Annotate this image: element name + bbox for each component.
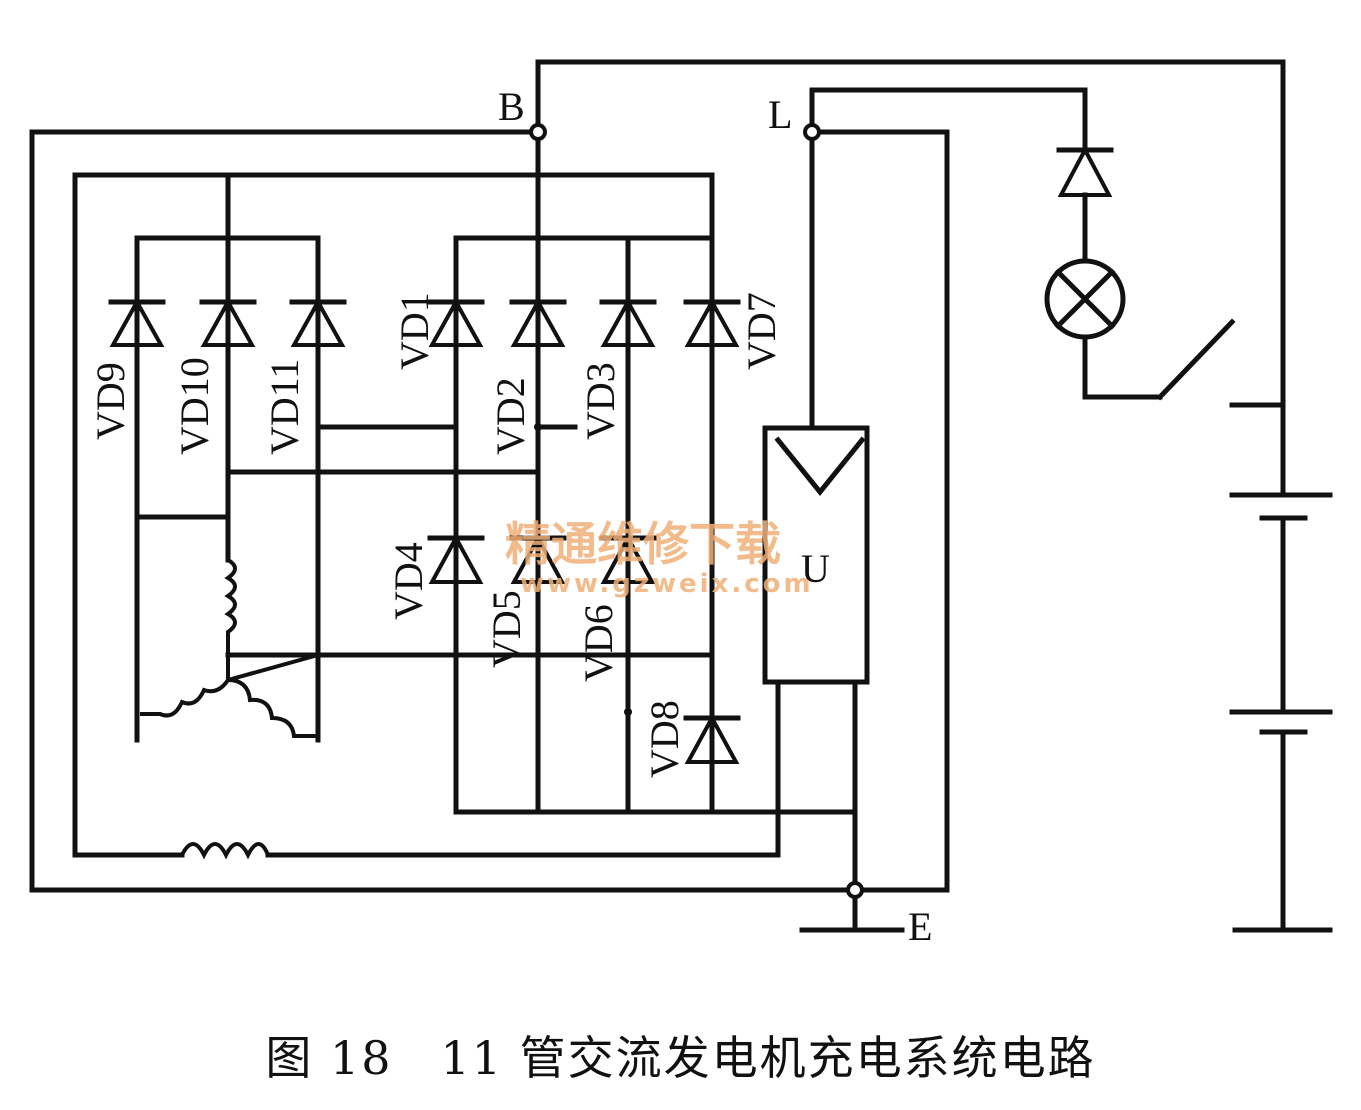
terminal-l-node <box>803 123 821 141</box>
watermark-cn: 精通维修下载 <box>505 517 781 571</box>
stator-winding-icon <box>140 558 319 738</box>
vd1-label: VD1 <box>392 292 437 370</box>
vd10-label: VD10 <box>172 357 217 455</box>
diode-vd7-icon <box>683 297 741 347</box>
battery-icon <box>1229 402 1333 933</box>
vd3-label: VD3 <box>578 362 623 440</box>
rectifier-rails <box>134 129 858 893</box>
vd6-label: VD6 <box>576 604 621 682</box>
diode-vd11-icon <box>289 297 347 347</box>
charging-circuit-diagram: U B L E VD9 VD10 VD11 VD1 VD2 VD3 VD7 VD… <box>29 59 1333 949</box>
terminal-nodes <box>529 123 864 899</box>
vd11-label: VD11 <box>262 359 307 455</box>
junction-dots <box>534 423 632 716</box>
vd8-label: VD8 <box>642 700 687 778</box>
vd5-label: VD5 <box>484 590 529 668</box>
diode-vd6-icon <box>599 533 657 584</box>
terminal-e-label: E <box>908 904 932 949</box>
outer-wiring <box>29 59 1286 933</box>
vd9-label: VD9 <box>88 362 133 440</box>
vd7-label: VD7 <box>739 292 784 370</box>
lamp-diode-icon <box>1056 145 1114 197</box>
ignition-switch-icon <box>1156 318 1286 408</box>
diode-vd8-icon <box>683 713 741 764</box>
terminal-l-label: L <box>768 92 792 137</box>
diode-vd3-icon <box>599 297 657 347</box>
diodes <box>108 145 1114 764</box>
diode-vd4-icon <box>427 533 485 584</box>
regulator-label: U <box>801 546 830 591</box>
terminal-b-node <box>529 123 547 141</box>
diode-vd2-icon <box>509 297 567 347</box>
vd4-label: VD4 <box>386 542 431 620</box>
diode-vd9-icon <box>108 297 166 347</box>
diode-vd5-icon <box>509 533 567 584</box>
vd2-label: VD2 <box>488 377 533 455</box>
watermark-url: www.gzweix.com <box>520 569 814 599</box>
terminal-b-label: B <box>498 84 525 129</box>
terminal-e-node <box>846 881 864 899</box>
diode-vd1-icon <box>427 297 485 347</box>
warning-lamp-icon <box>1044 258 1126 340</box>
figure-caption: 图 18 11 管交流发电机充电系统电路 <box>265 1031 1096 1085</box>
regulator-block: U <box>762 425 870 685</box>
diode-vd10-icon <box>199 297 257 347</box>
field-coil-icon <box>180 842 270 860</box>
